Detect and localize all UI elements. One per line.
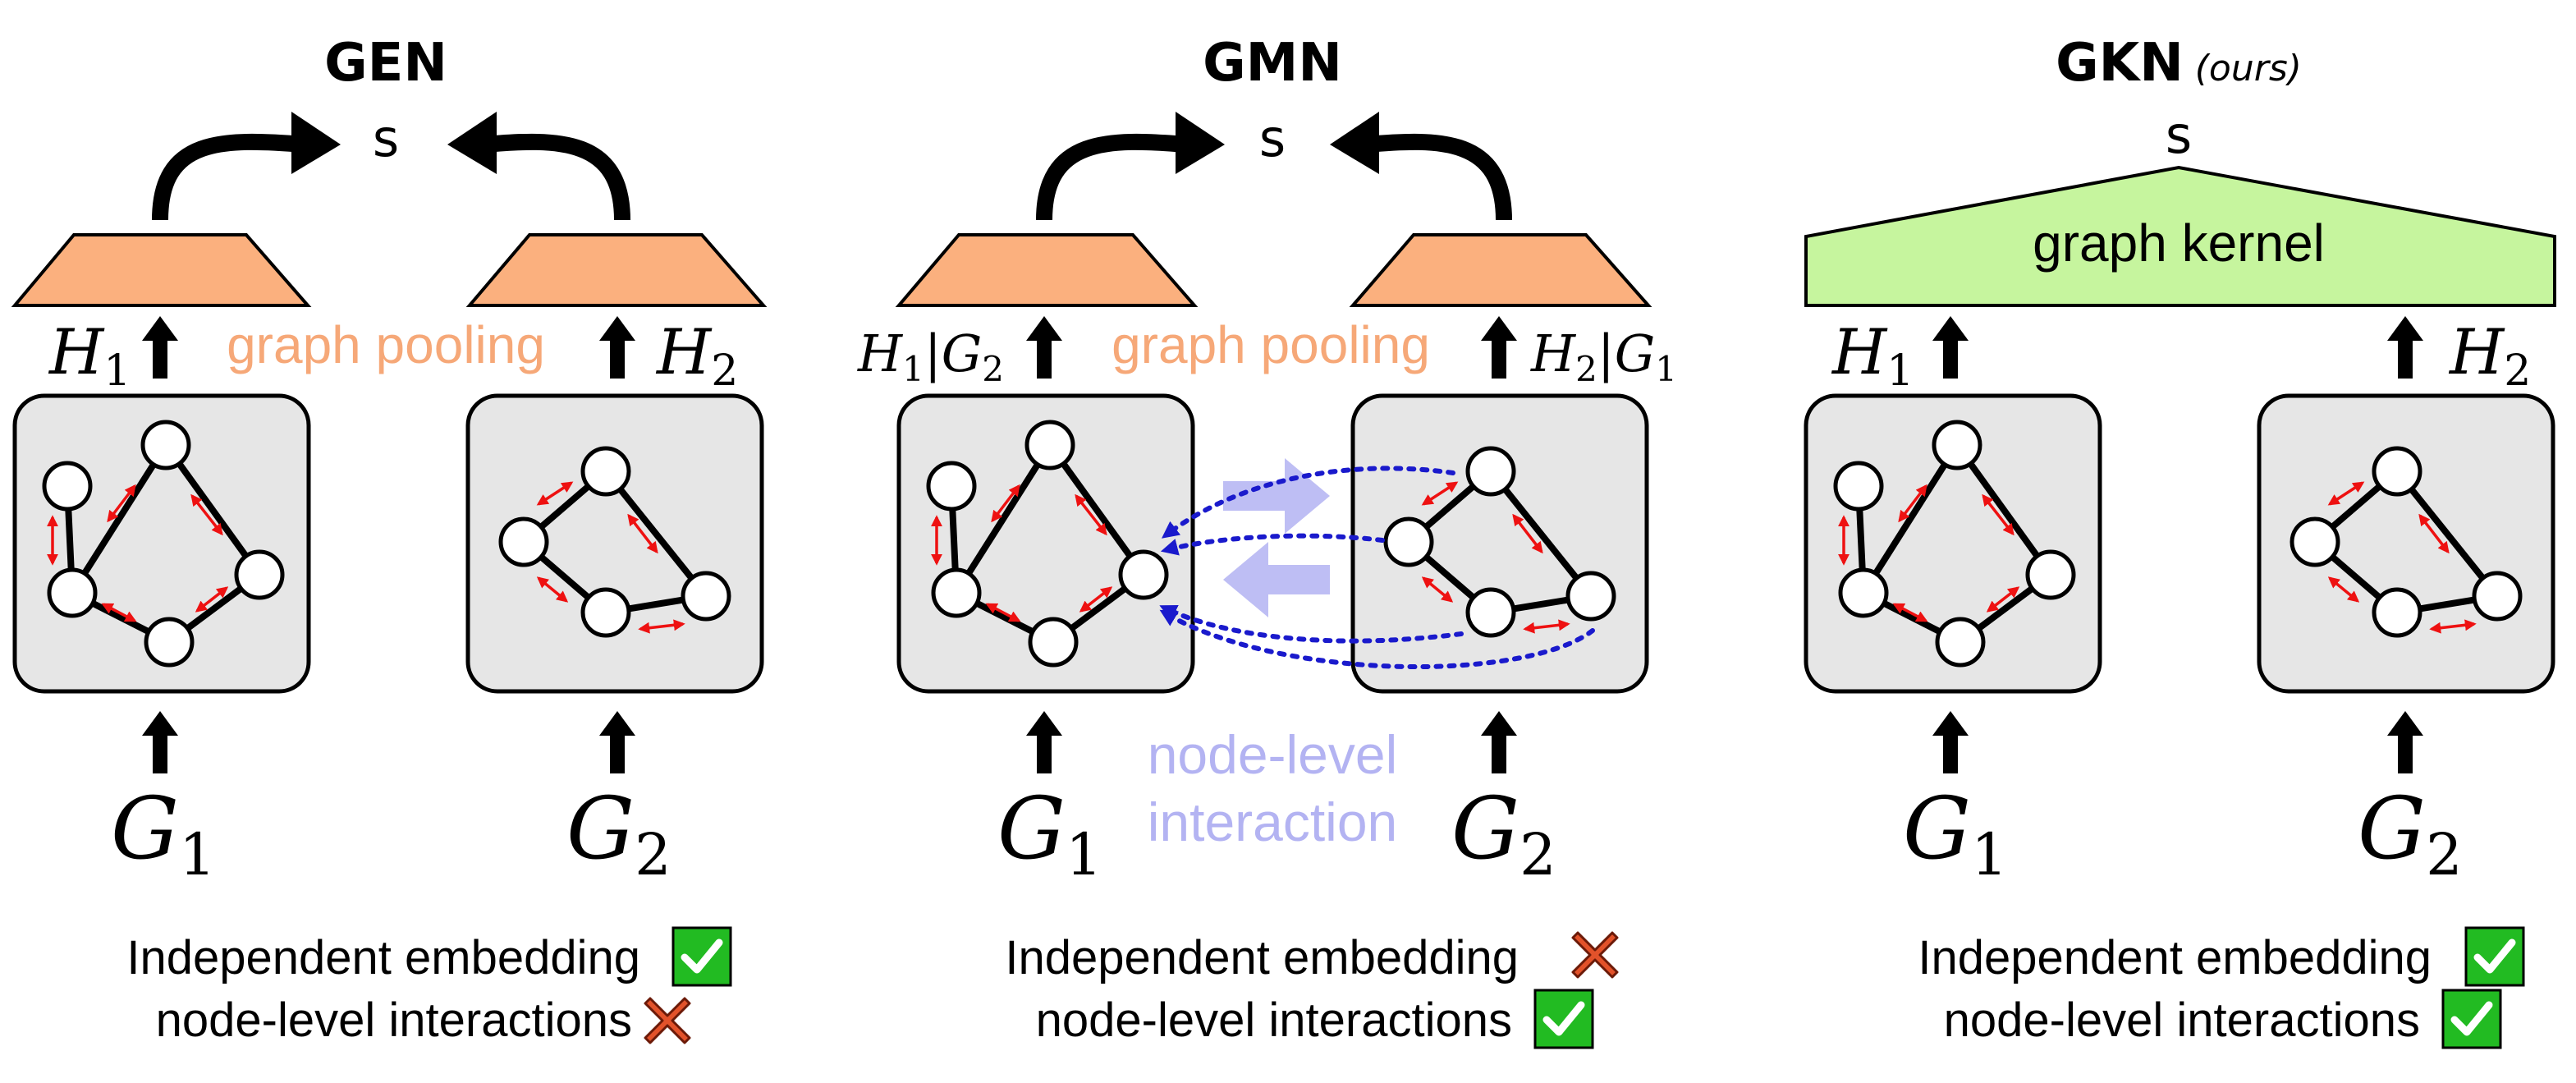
g1-label: G1 <box>997 778 1102 888</box>
up-arrow-icon <box>1481 316 1517 379</box>
pooling-trapezoid-left <box>11 233 312 307</box>
graph-pooling-label: graph pooling <box>227 315 545 374</box>
g2-label: G2 <box>566 778 672 888</box>
interaction-dashed-edge <box>1159 609 1595 670</box>
interaction-dashed-edge <box>1161 466 1455 539</box>
h1-label: H1 <box>48 315 131 396</box>
panel-title: GMN <box>1203 33 1342 94</box>
h1-given-g2-label: H1|G2 <box>857 324 1004 389</box>
up-arrow-icon <box>599 316 635 379</box>
g1-label: G1 <box>111 778 216 888</box>
similarity-score: s <box>373 108 399 168</box>
g1-label: G1 <box>1903 778 2008 888</box>
pooling-trapezoid-right <box>465 233 768 307</box>
g2-label: G2 <box>1451 778 1556 888</box>
interaction-dashed-edge <box>1159 604 1464 644</box>
panel-title: GKN(ours) <box>2056 33 2302 94</box>
curved-arrow-right <box>1366 133 1512 221</box>
feature-node-level-interactions: node-level interactions <box>1944 994 2420 1047</box>
similarity-score: s <box>1259 108 1286 168</box>
check-icon <box>2443 990 2500 1048</box>
h2-label: H2 <box>655 315 738 396</box>
h2-given-g1-label: H2|G1 <box>1530 324 1677 389</box>
interaction-dashed-edge <box>1160 533 1385 556</box>
curved-arrow-right-head <box>447 112 497 174</box>
cross-icon <box>1571 931 1619 979</box>
check-icon <box>1535 990 1593 1048</box>
up-arrow-icon <box>1932 316 1969 379</box>
feature-independent-embedding: Independent embedding <box>126 931 640 984</box>
up-arrow-icon <box>1481 711 1517 773</box>
feature-node-level-interactions: node-level interactions <box>156 994 632 1047</box>
check-icon <box>2466 928 2523 985</box>
feature-independent-embedding: Independent embedding <box>1918 931 2432 984</box>
curved-arrow-left <box>1036 133 1187 221</box>
up-arrow-icon <box>1026 316 1062 379</box>
interaction-arrow-left-icon <box>1223 542 1330 617</box>
up-arrow-icon <box>599 711 635 773</box>
curved-arrow-left <box>152 133 305 221</box>
curved-arrow-right <box>484 133 630 221</box>
up-arrow-icon <box>142 711 178 773</box>
panel-title: GEN <box>324 33 447 94</box>
panel-gkn: GKN(ours) s graph kernel H1 H2 G1 G2 Ind… <box>1804 33 2556 1048</box>
check-icon <box>673 928 731 985</box>
up-arrow-icon <box>1932 711 1969 773</box>
up-arrow-icon <box>2387 711 2423 773</box>
up-arrow-icon <box>2387 316 2423 379</box>
interaction-arrow-right-icon <box>1223 458 1330 534</box>
h1-label: H1 <box>1831 315 1914 396</box>
node-level-interaction-label: interaction <box>1148 792 1398 852</box>
h2-label: H2 <box>2448 315 2531 396</box>
node-level-interaction-label: node-level <box>1148 724 1398 785</box>
pooling-trapezoid-right <box>1349 233 1652 307</box>
curved-arrow-left-head <box>1176 112 1225 174</box>
graph-kernel-shape <box>1804 165 2556 307</box>
graph-kernel-label: graph kernel <box>2033 213 2325 273</box>
graph-box-g2 <box>465 393 764 694</box>
graph-pooling-label: graph pooling <box>1112 315 1430 374</box>
similarity-score: s <box>2166 105 2192 165</box>
curved-arrow-left-head <box>291 112 341 174</box>
feature-independent-embedding: Independent embedding <box>1005 931 1519 984</box>
g2-label: G2 <box>2358 778 2463 888</box>
graph-box-g2 <box>2257 393 2555 694</box>
up-arrow-icon <box>1026 711 1062 773</box>
up-arrow-icon <box>142 316 178 379</box>
cross-icon <box>644 997 691 1044</box>
feature-node-level-interactions: node-level interactions <box>1036 994 1512 1047</box>
panel-gmn: GMN s H1|G2 graph pooling H2|G1 G1 G2 no… <box>857 33 1677 1048</box>
curved-arrow-right-head <box>1330 112 1379 174</box>
graph-box-g1 <box>12 393 311 694</box>
panel-gen: GEN s H1 graph pooling H2 G1 G2 Independ… <box>11 33 768 1047</box>
pooling-trapezoid-left <box>895 233 1199 307</box>
graph-box-g1 <box>1804 393 2102 694</box>
